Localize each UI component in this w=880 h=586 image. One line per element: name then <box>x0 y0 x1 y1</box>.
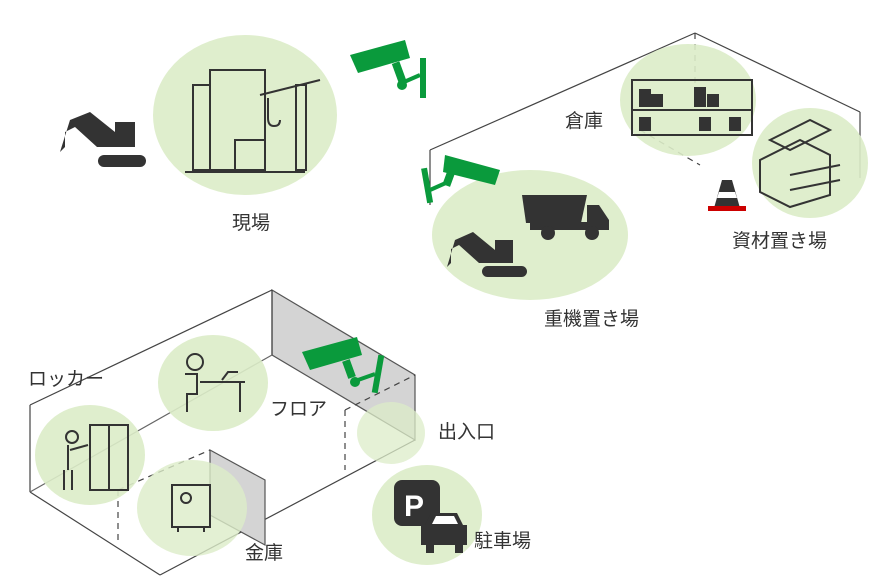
safe-icon <box>171 484 211 532</box>
zone-safe <box>137 460 247 556</box>
security-camera-icon <box>302 337 385 394</box>
excavator-icon <box>447 232 527 277</box>
zone-entrance <box>357 402 425 464</box>
label-floor: フロア <box>270 398 328 420</box>
label-material-yard: 資材置き場 <box>732 230 828 252</box>
locker-icon <box>63 424 129 491</box>
label-site: 現場 <box>232 212 271 234</box>
parking-sign-letter: P <box>404 490 424 523</box>
label-parking: 駐車場 <box>474 530 532 552</box>
label-machinery-yard: 重機置き場 <box>544 308 640 330</box>
lumber-stack-icon <box>759 118 841 209</box>
excavator-icon <box>60 112 146 167</box>
office-worker-icon <box>185 353 245 412</box>
label-warehouse: 倉庫 <box>565 110 604 132</box>
zone-site <box>153 35 337 195</box>
security-camera-icon <box>350 40 426 98</box>
label-locker: ロッカー <box>28 368 105 390</box>
car-icon <box>421 513 467 553</box>
building-crane-icon <box>185 69 321 173</box>
zone-warehouse <box>620 44 756 156</box>
security-camera-icon <box>421 155 500 204</box>
parking-sign-icon <box>394 480 440 526</box>
warehouse-shelves-icon <box>631 79 753 136</box>
label-safe: 金庫 <box>245 542 284 564</box>
dump-truck-icon <box>522 195 609 240</box>
traffic-cone-icon <box>708 180 746 211</box>
label-entrance: 出入口 <box>438 421 496 443</box>
